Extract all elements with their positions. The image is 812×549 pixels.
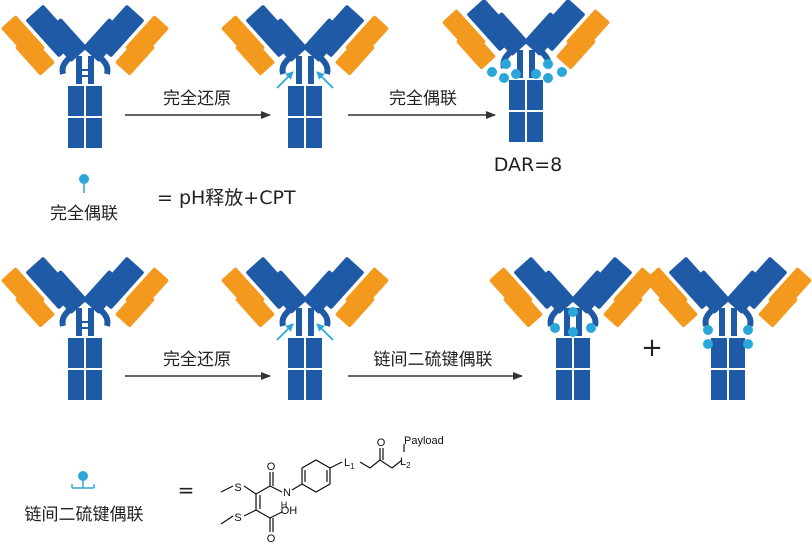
antibody-native-row1 [1, 4, 169, 148]
structure-l2: L2 [400, 456, 411, 470]
antibody-interchain-product-a [489, 256, 657, 400]
label-reduce-row1: 完全还原 [163, 89, 231, 109]
plus-sign: + [641, 333, 663, 363]
structure-s-bottom: S [234, 512, 241, 524]
structure-oh: OH [281, 505, 298, 517]
antibody-reduced-row2 [221, 256, 389, 400]
structure-l1: L1 [344, 457, 355, 471]
structure-nh: H [281, 500, 288, 510]
structure-o-ketone: O [377, 437, 386, 449]
legend-interchain-equals: = [178, 478, 195, 502]
antibody-native-row2 [1, 256, 169, 400]
label-reduce-row2: 完全还原 [163, 350, 231, 370]
label-interchain-row2: 链间二硫键偶联 [374, 350, 493, 370]
structure-payload: Payload [404, 435, 444, 447]
structure-l1-sub: 1 [350, 462, 355, 471]
legend-full-conjugation-equation: = pH释放+CPT [157, 187, 296, 209]
antibody-interchain-product-b [644, 256, 812, 400]
dar-label: DAR=8 [494, 154, 563, 176]
legend-interchain-label: 链间二硫键偶联 [25, 505, 144, 525]
legend-interchain-symbol [71, 471, 95, 489]
structure-n: N [283, 487, 291, 499]
structure-o-acid: O [267, 533, 276, 545]
structure-o-amide: O [267, 461, 276, 473]
legend-full-conjugation-symbol [79, 174, 89, 193]
structure-l2-sub: 2 [406, 461, 411, 470]
linker-chemical-structure [220, 444, 405, 532]
antibody-dar8 [442, 0, 610, 142]
structure-s-top: S [234, 482, 241, 494]
label-conjugate-row1: 完全偶联 [389, 89, 457, 109]
legend-full-conjugation-label: 完全偶联 [50, 204, 118, 224]
antibody-reduced-row1 [221, 4, 389, 148]
